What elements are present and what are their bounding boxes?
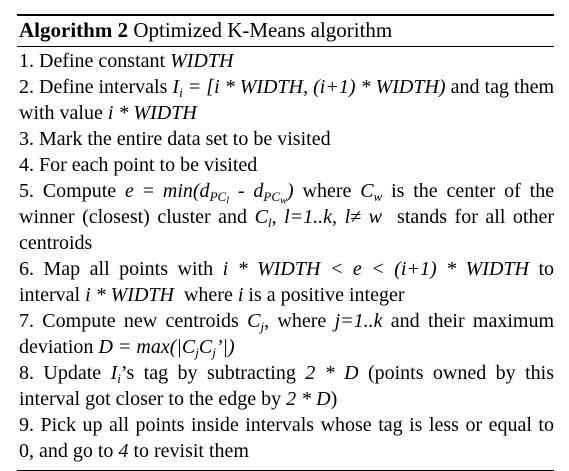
- caption-rule: [17, 46, 554, 47]
- step-math: - d: [237, 180, 264, 202]
- step-text: stands for all other centroids: [19, 206, 555, 254]
- step-text: to interval: [19, 258, 555, 306]
- step-text: and their maximum deviation: [19, 310, 555, 358]
- step-number: 7.: [19, 310, 34, 332]
- step-math-sub: PC: [263, 188, 281, 204]
- step-math-sub: PC: [209, 188, 227, 204]
- step-text: Pick up all points inside intervals whos…: [19, 414, 554, 462]
- step-text: is the center of the winner (closest) cl…: [19, 180, 555, 228]
- step-9: 9. Pick up all points inside intervals w…: [19, 412, 554, 464]
- step-text: (points owned by this interval got close…: [19, 362, 554, 410]
- step-math-sub: j: [260, 318, 265, 334]
- step-number: 1.: [19, 50, 34, 72]
- step-math: =: [142, 180, 155, 202]
- step-math: l=1..k,: [284, 206, 338, 228]
- step-math: C: [198, 336, 213, 358]
- step-text: ): [330, 388, 338, 410]
- step-math: I: [172, 76, 180, 98]
- step-math: i * WIDTH: [107, 102, 197, 124]
- algorithm-label: Algorithm 2: [19, 18, 129, 42]
- step-6: 6. Map all points with i * WIDTH < e < (…: [19, 256, 554, 308]
- step-number: 8.: [19, 362, 34, 384]
- step-math: D: [98, 336, 113, 358]
- step-math-sub: l: [226, 195, 230, 207]
- step-math: j=1..k: [334, 310, 383, 332]
- step-math: i * WIDTH: [85, 284, 174, 306]
- step-text: For each point to be visited: [39, 154, 258, 176]
- top-rule: [17, 14, 554, 16]
- step-text: Mark the entire data set to be visited: [39, 128, 331, 150]
- step-math-sub: i: [179, 84, 183, 100]
- step-number: 9.: [19, 414, 34, 436]
- step-text: is a positive integer: [248, 284, 405, 306]
- step-math: ’|): [215, 336, 235, 358]
- step-math: e: [125, 180, 134, 202]
- step-text: Update: [43, 362, 102, 384]
- step-math: C: [254, 206, 268, 228]
- step-math-sub: l: [267, 214, 272, 230]
- step-number: 6.: [19, 258, 34, 280]
- step-math-sub: i: [117, 370, 121, 386]
- step-math: ): [286, 180, 294, 202]
- step-8: 8. Update Ii’s tag by subtracting 2 * D …: [19, 360, 554, 412]
- step-math: i * WIDTH < e < (i+1) * WIDTH: [222, 258, 529, 280]
- step-text: where: [302, 180, 352, 202]
- step-math: 2 * D: [286, 388, 331, 410]
- step-math: I: [110, 362, 118, 384]
- step-text: and tag them with value: [19, 76, 554, 124]
- step-1: 1. Define constant WIDTH: [19, 48, 554, 74]
- step-text: , where: [264, 310, 327, 332]
- step-math: WIDTH: [170, 50, 234, 72]
- step-math: 4: [118, 440, 129, 462]
- step-3: 3. Mark the entire data set to be visite…: [19, 126, 554, 152]
- step-math: C: [247, 310, 261, 332]
- step-number: 4.: [19, 154, 34, 176]
- step-number: 3.: [19, 128, 34, 150]
- step-math-sub: w: [373, 188, 383, 204]
- step-text: Compute new centroids: [42, 310, 239, 332]
- algorithm-steps: 1. Define constant WIDTH 2. Define inter…: [17, 47, 554, 464]
- step-5: 5. Compute e = min(dPCl - dPCw) where Cw…: [19, 180, 555, 254]
- step-number: 5.: [19, 180, 34, 202]
- step-number: 2.: [19, 76, 34, 98]
- step-math-sub: w: [280, 195, 287, 207]
- algorithm-caption: Algorithm 2 Optimized K-Means algorithm: [17, 16, 554, 44]
- step-7: 7. Compute new centroids Cj, where j=1..…: [19, 308, 554, 360]
- step-text: ’s tag by subtracting: [120, 362, 296, 384]
- step-text: Map all points with: [43, 258, 214, 280]
- step-math: min(d: [162, 180, 210, 202]
- step-text: to revisit them: [133, 440, 249, 462]
- step-math: = max(|C: [117, 336, 196, 358]
- step-math: 2 * D: [305, 362, 359, 384]
- algorithm-title: Optimized K-Means algorithm: [133, 18, 393, 42]
- step-math: l≠ w: [344, 206, 382, 228]
- step-text: Compute: [42, 180, 117, 202]
- step-math: i: [237, 284, 244, 306]
- step-math-sub: j: [195, 344, 199, 360]
- step-2: 2. Define intervals Ii = [i * WIDTH, (i+…: [19, 74, 554, 126]
- step-text: Define constant: [39, 50, 166, 72]
- step-text: where: [183, 284, 233, 306]
- step-math: = [i * WIDTH, (i+1) * WIDTH): [187, 76, 446, 98]
- step-math-sub: j: [212, 344, 216, 360]
- step-math: C: [360, 180, 374, 202]
- step-4: 4. For each point to be visited: [19, 152, 554, 178]
- step-text: Define intervals: [39, 76, 168, 98]
- algorithm-block: Algorithm 2 Optimized K-Means algorithm …: [17, 14, 554, 471]
